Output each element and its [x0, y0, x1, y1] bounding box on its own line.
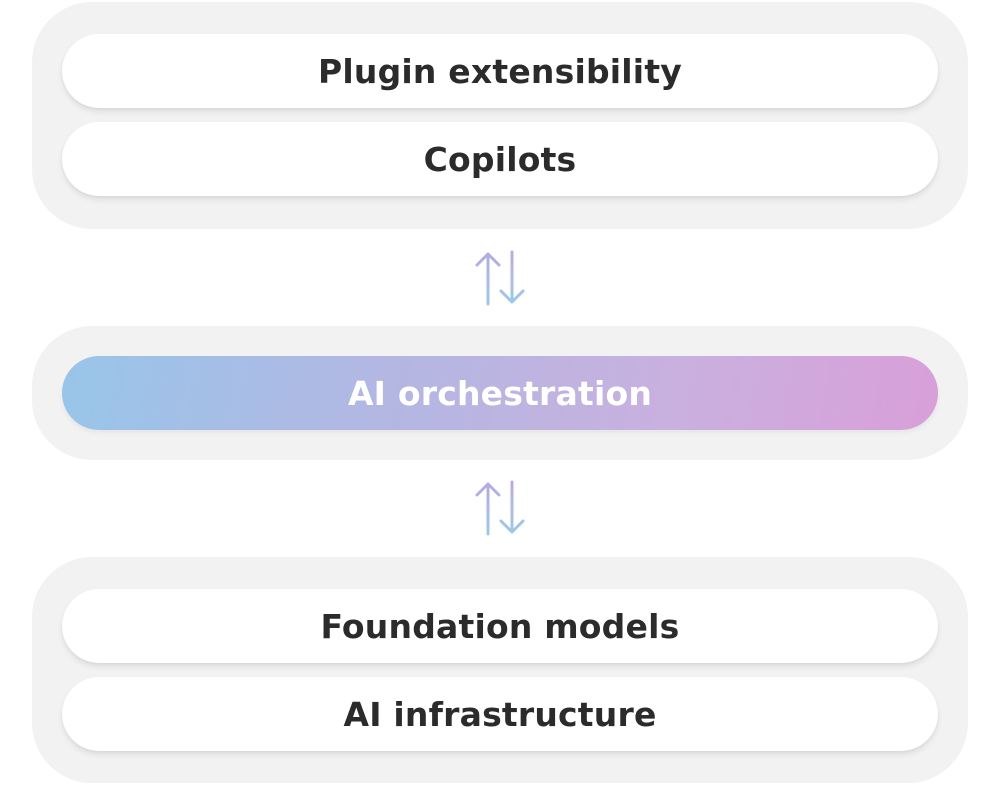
ai-infrastructure-pill: AI infrastructure [62, 677, 938, 751]
bottom-layer-group: Foundation models AI infrastructure [32, 557, 968, 783]
plugin-extensibility-pill: Plugin extensibility [62, 34, 938, 108]
ai-orchestration-pill: AI orchestration [62, 356, 938, 430]
bidirectional-arrows-icon [468, 248, 532, 308]
ai-infrastructure-label: AI infrastructure [343, 694, 657, 734]
bidirectional-arrows-icon [468, 478, 532, 538]
top-layer-group: Plugin extensibility Copilots [32, 2, 968, 229]
foundation-models-label: Foundation models [320, 606, 680, 646]
copilots-pill: Copilots [62, 122, 938, 196]
plugin-extensibility-label: Plugin extensibility [317, 51, 683, 91]
middle-layer-group: AI orchestration [32, 326, 968, 460]
foundation-models-pill: Foundation models [62, 589, 938, 663]
ai-orchestration-label: AI orchestration [347, 373, 653, 413]
copilots-label: Copilots [423, 139, 577, 179]
